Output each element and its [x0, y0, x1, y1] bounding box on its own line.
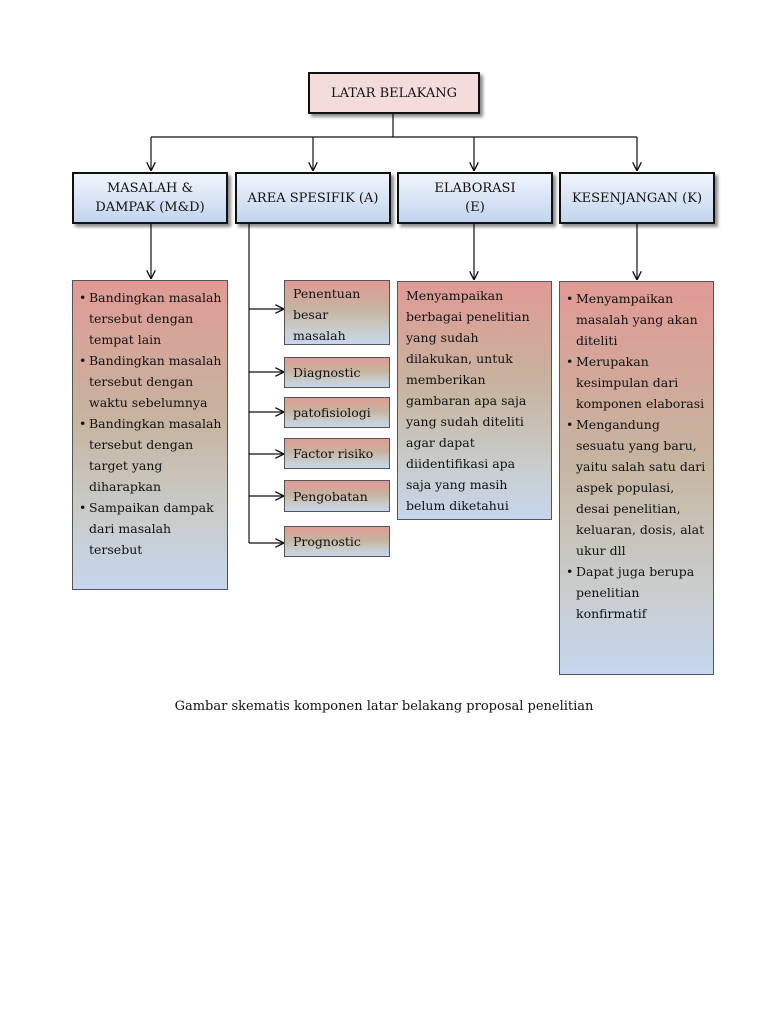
area-item-penentuan-besar-masalah: Penentuan besar masalah — [284, 280, 390, 345]
elaborasi-text: Menyampaikan berbagai penelitian yang su… — [406, 288, 530, 513]
category-masalah-dampak: MASALAH & DAMPAK (M&D) — [72, 172, 228, 224]
root-box: LATAR BELAKANG — [308, 72, 480, 114]
category-area-spesifik: AREA SPESIFIK (A) — [235, 172, 391, 224]
list-item: Bandingkan masalah tersebut dengan waktu… — [77, 350, 223, 413]
area-item-label: Pengobatan — [293, 488, 368, 504]
area-item-label: Prognostic — [293, 534, 361, 549]
area-item-label: Penentuan besar masalah — [293, 286, 361, 343]
category-label: KESENJANGAN (K) — [571, 190, 703, 206]
area-item-prognostic: Prognostic — [284, 526, 390, 557]
list-item: Dapat juga berupa penelitian konfirmatif — [564, 561, 709, 624]
list-item: Mengandung sesuatu yang baru, yaitu sala… — [564, 414, 709, 561]
list-item: Bandingkan masalah tersebut dengan tempa… — [77, 287, 223, 350]
category-label: AREA SPESIFIK (A) — [247, 190, 379, 206]
category-kesenjangan: KESENJANGAN (K) — [559, 172, 715, 224]
list-item: Sampaikan dampak dari masalah tersebut — [77, 497, 223, 560]
area-item-patofisiologi: patofisiologi — [284, 397, 390, 428]
area-item-diagnostic: Diagnostic — [284, 357, 390, 388]
kesenjangan-detail-box: Menyampaikan masalah yang akan diteliti … — [559, 281, 714, 675]
category-label: ELABORASI (E) — [434, 181, 516, 215]
root-label: LATAR BELAKANG — [331, 85, 457, 101]
area-item-label: Diagnostic — [293, 365, 361, 380]
category-label: MASALAH & DAMPAK (M&D) — [95, 181, 205, 215]
category-elaborasi: ELABORASI (E) — [397, 172, 553, 224]
area-item-label: patofisiologi — [293, 405, 371, 420]
masalah-dampak-list: Bandingkan masalah tersebut dengan tempa… — [73, 281, 227, 564]
elaborasi-detail-box: Menyampaikan berbagai penelitian yang su… — [397, 281, 552, 520]
list-item: Bandingkan masalah tersebut dengan targe… — [77, 413, 223, 497]
area-item-pengobatan: Pengobatan — [284, 480, 390, 512]
list-item: Merupakan kesimpulan dari komponen elabo… — [564, 351, 709, 414]
figure-caption: Gambar skematis komponen latar belakang … — [174, 699, 594, 714]
kesenjangan-list: Menyampaikan masalah yang akan diteliti … — [560, 282, 713, 628]
area-item-factor-risiko: Factor risiko — [284, 438, 390, 469]
area-item-label: Factor risiko — [293, 446, 374, 461]
masalah-dampak-detail-box: Bandingkan masalah tersebut dengan tempa… — [72, 280, 228, 590]
list-item: Menyampaikan masalah yang akan diteliti — [564, 288, 709, 351]
